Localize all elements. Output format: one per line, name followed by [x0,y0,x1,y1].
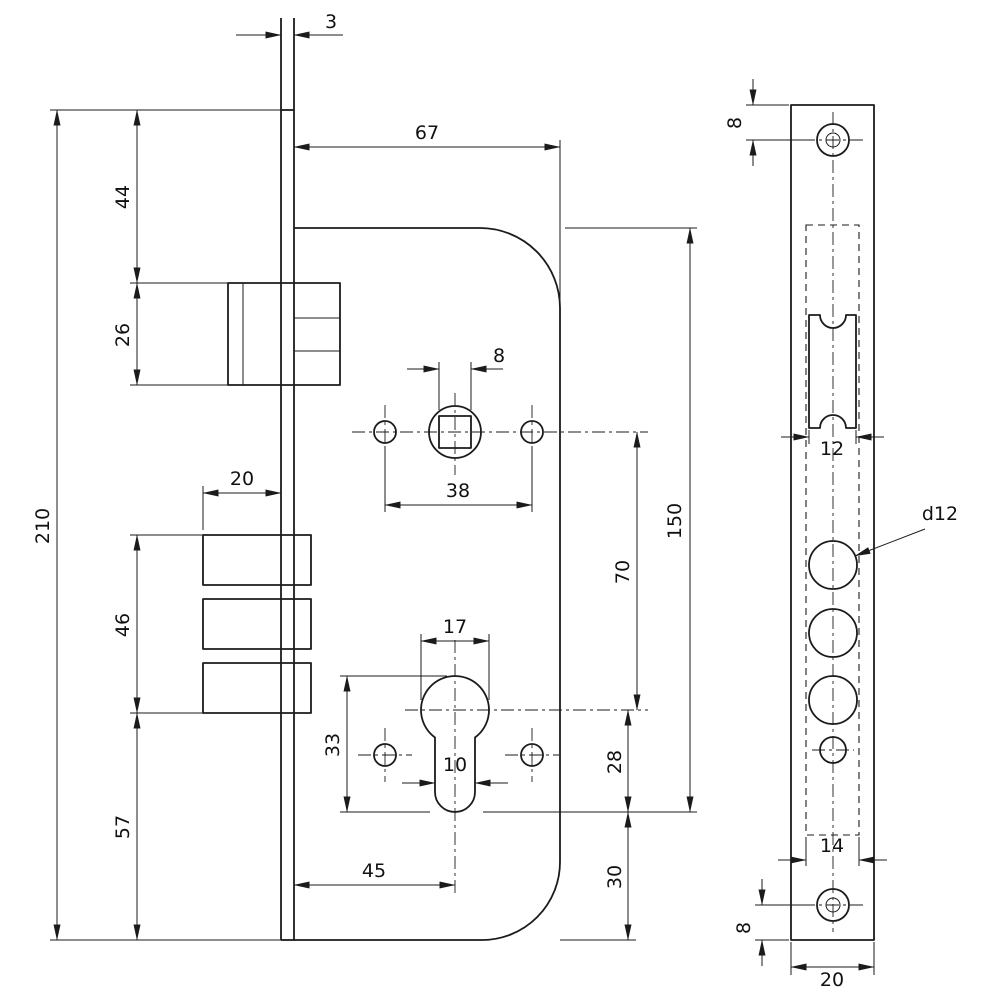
latch-cutout [808,314,857,429]
deadbolt-hole-3 [808,675,858,725]
dim-top-screw-offset: 8 [724,117,746,129]
top-screw-hole [802,123,864,157]
faceplate-side [280,18,295,941]
dim-spindle-square: 8 [493,345,505,367]
mid-screw-hole [812,736,854,764]
centerlines-side [352,393,648,893]
dim-deadbolt-throw: 20 [230,468,254,490]
dim-profile-height: 33 [322,733,344,757]
fix-screw-hole-left [373,743,397,767]
dim-top-to-latch: 44 [112,185,134,209]
dim-handle-holes-spacing: 38 [446,480,470,502]
extension-lines-side [50,109,697,941]
deadbolt-hole-2 [808,608,858,658]
faceplate-front [790,104,875,941]
deadbolt [202,534,312,714]
dim-case-slot-width: 14 [820,835,844,857]
dim-bottom-screw-offset: 8 [733,922,755,934]
label-hole-diameter: d12 [922,503,958,525]
dim-latch-cutout-width: 12 [820,438,844,460]
side-view [202,18,648,941]
dim-profile-stem-width: 10 [443,754,467,776]
dim-plate-width: 20 [820,969,844,991]
dimension-lines-front [749,79,926,971]
dim-case-depth: 67 [415,122,439,144]
dim-overall-height: 210 [32,508,54,544]
dim-profile-diameter: 17 [443,616,467,638]
side-view-dimensions: 3 67 44 26 210 20 46 57 8 38 150 70 17 3… [32,11,697,941]
dim-backset: 45 [362,860,386,882]
dim-case-top-to-profile-bottom: 150 [664,503,686,539]
deadbolt-hole-1 [808,540,858,590]
fix-screw-hole-right [520,743,544,767]
dim-deadbolt-height: 46 [112,613,134,637]
lock-case-outline [294,227,561,941]
cylinder-profile [420,675,490,813]
dim-cylinder-to-profile-bottom: 28 [604,750,626,774]
dim-faceplate-thickness: 3 [325,11,337,33]
front-view [790,104,875,941]
case-hidden-outline [805,224,860,836]
extension-lines-front [746,104,875,975]
latch-bolt [227,282,341,386]
dim-profile-bottom-to-case-bottom: 30 [604,865,626,889]
dimension-lines-side [53,31,694,941]
dim-latch-height: 26 [112,323,134,347]
dim-bolt-to-bottom: 57 [112,815,134,839]
front-view-dimensions: 8 12 d12 14 8 20 [724,79,958,991]
dim-spindle-to-cylinder: 70 [612,560,634,584]
